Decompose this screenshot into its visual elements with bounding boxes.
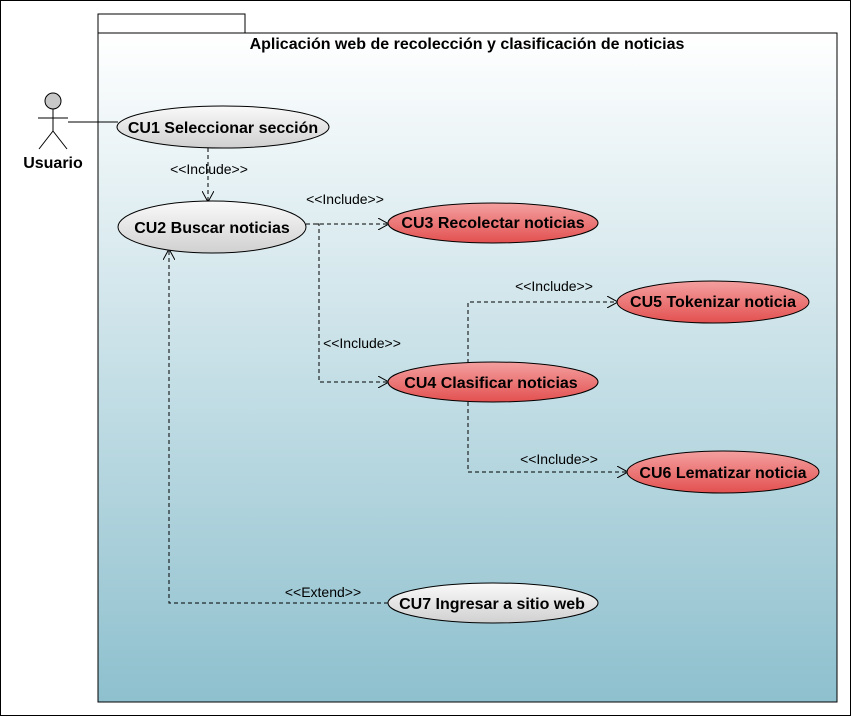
relation-cu1-cu2: <<Include>> bbox=[170, 148, 248, 202]
use-case-cu5-label: CU5 Tokenizar noticia bbox=[630, 294, 796, 311]
use-case-cu4[interactable]: CU4 Clasificar noticias bbox=[387, 361, 599, 403]
include-arrow-cu4-cu5 bbox=[467, 302, 618, 363]
use-case-cu7-label: CU7 Ingresar a sitio web bbox=[399, 596, 585, 613]
include-arrow-cu4-cu6 bbox=[467, 402, 628, 472]
use-case-cu3-label: CU3 Recolectar noticias bbox=[401, 215, 584, 232]
relation-cu2-cu4: <<Include>> bbox=[317, 223, 401, 382]
use-case-cu3-shape[interactable] bbox=[387, 202, 599, 244]
use-case-cu4-shape[interactable] bbox=[387, 361, 599, 403]
use-case-cu4-label: CU4 Clasificar noticias bbox=[404, 375, 578, 392]
use-case-cu1-label: CU1 Seleccionar sección bbox=[128, 120, 318, 137]
system-tab bbox=[97, 13, 246, 34]
use-case-cu7-shape[interactable] bbox=[387, 582, 599, 624]
use-case-cu3[interactable]: CU3 Recolectar noticias bbox=[387, 202, 599, 244]
include-label-cu4-cu5: <<Include>> bbox=[515, 278, 593, 294]
relation-cu4-cu5: <<Include>> bbox=[467, 278, 618, 363]
extend-arrow-cu7-cu2 bbox=[169, 249, 388, 604]
actor-usuario[interactable]: Usuario bbox=[23, 92, 83, 172]
use-case-cu5-shape[interactable] bbox=[616, 280, 810, 324]
include-label-cu1-cu2: <<Include>> bbox=[170, 161, 248, 177]
actor-left-leg bbox=[38, 130, 54, 150]
actor-head bbox=[44, 92, 62, 110]
use-case-cu7[interactable]: CU7 Ingresar a sitio web bbox=[387, 582, 599, 624]
use-case-cu2[interactable]: CU2 Buscar noticias bbox=[117, 200, 307, 254]
include-label-cu4-cu6: <<Include>> bbox=[520, 451, 598, 467]
relation-cu7-cu2: <<Extend>> bbox=[169, 249, 388, 604]
include-label-cu2-cu3: <<Include>> bbox=[306, 191, 384, 207]
use-case-cu2-label: CU2 Buscar noticias bbox=[134, 220, 290, 237]
actor-name: Usuario bbox=[23, 155, 83, 172]
use-case-cu6[interactable]: CU6 Lematizar noticia bbox=[626, 450, 820, 494]
use-case-cu1-shape[interactable] bbox=[116, 105, 330, 149]
use-case-cu6-shape[interactable] bbox=[626, 450, 820, 494]
system-title: Aplicación web de recolección y clasific… bbox=[250, 36, 685, 53]
use-case-cu1[interactable]: CU1 Seleccionar sección bbox=[116, 105, 330, 149]
use-case-cu2-shape[interactable] bbox=[117, 200, 307, 254]
extend-label-cu7-cu2: <<Extend>> bbox=[285, 584, 361, 600]
use-case-cu5[interactable]: CU5 Tokenizar noticia bbox=[616, 280, 810, 324]
relation-cu4-cu6: <<Include>> bbox=[467, 402, 628, 472]
include-arrow-cu2-cu4 bbox=[317, 223, 389, 382]
actor-right-leg bbox=[52, 130, 68, 150]
relation-cu2-cu3: <<Include>> bbox=[306, 191, 389, 224]
include-label-cu2-cu4: <<Include>> bbox=[323, 335, 401, 351]
use-case-cu6-label: CU6 Lematizar noticia bbox=[639, 465, 806, 482]
